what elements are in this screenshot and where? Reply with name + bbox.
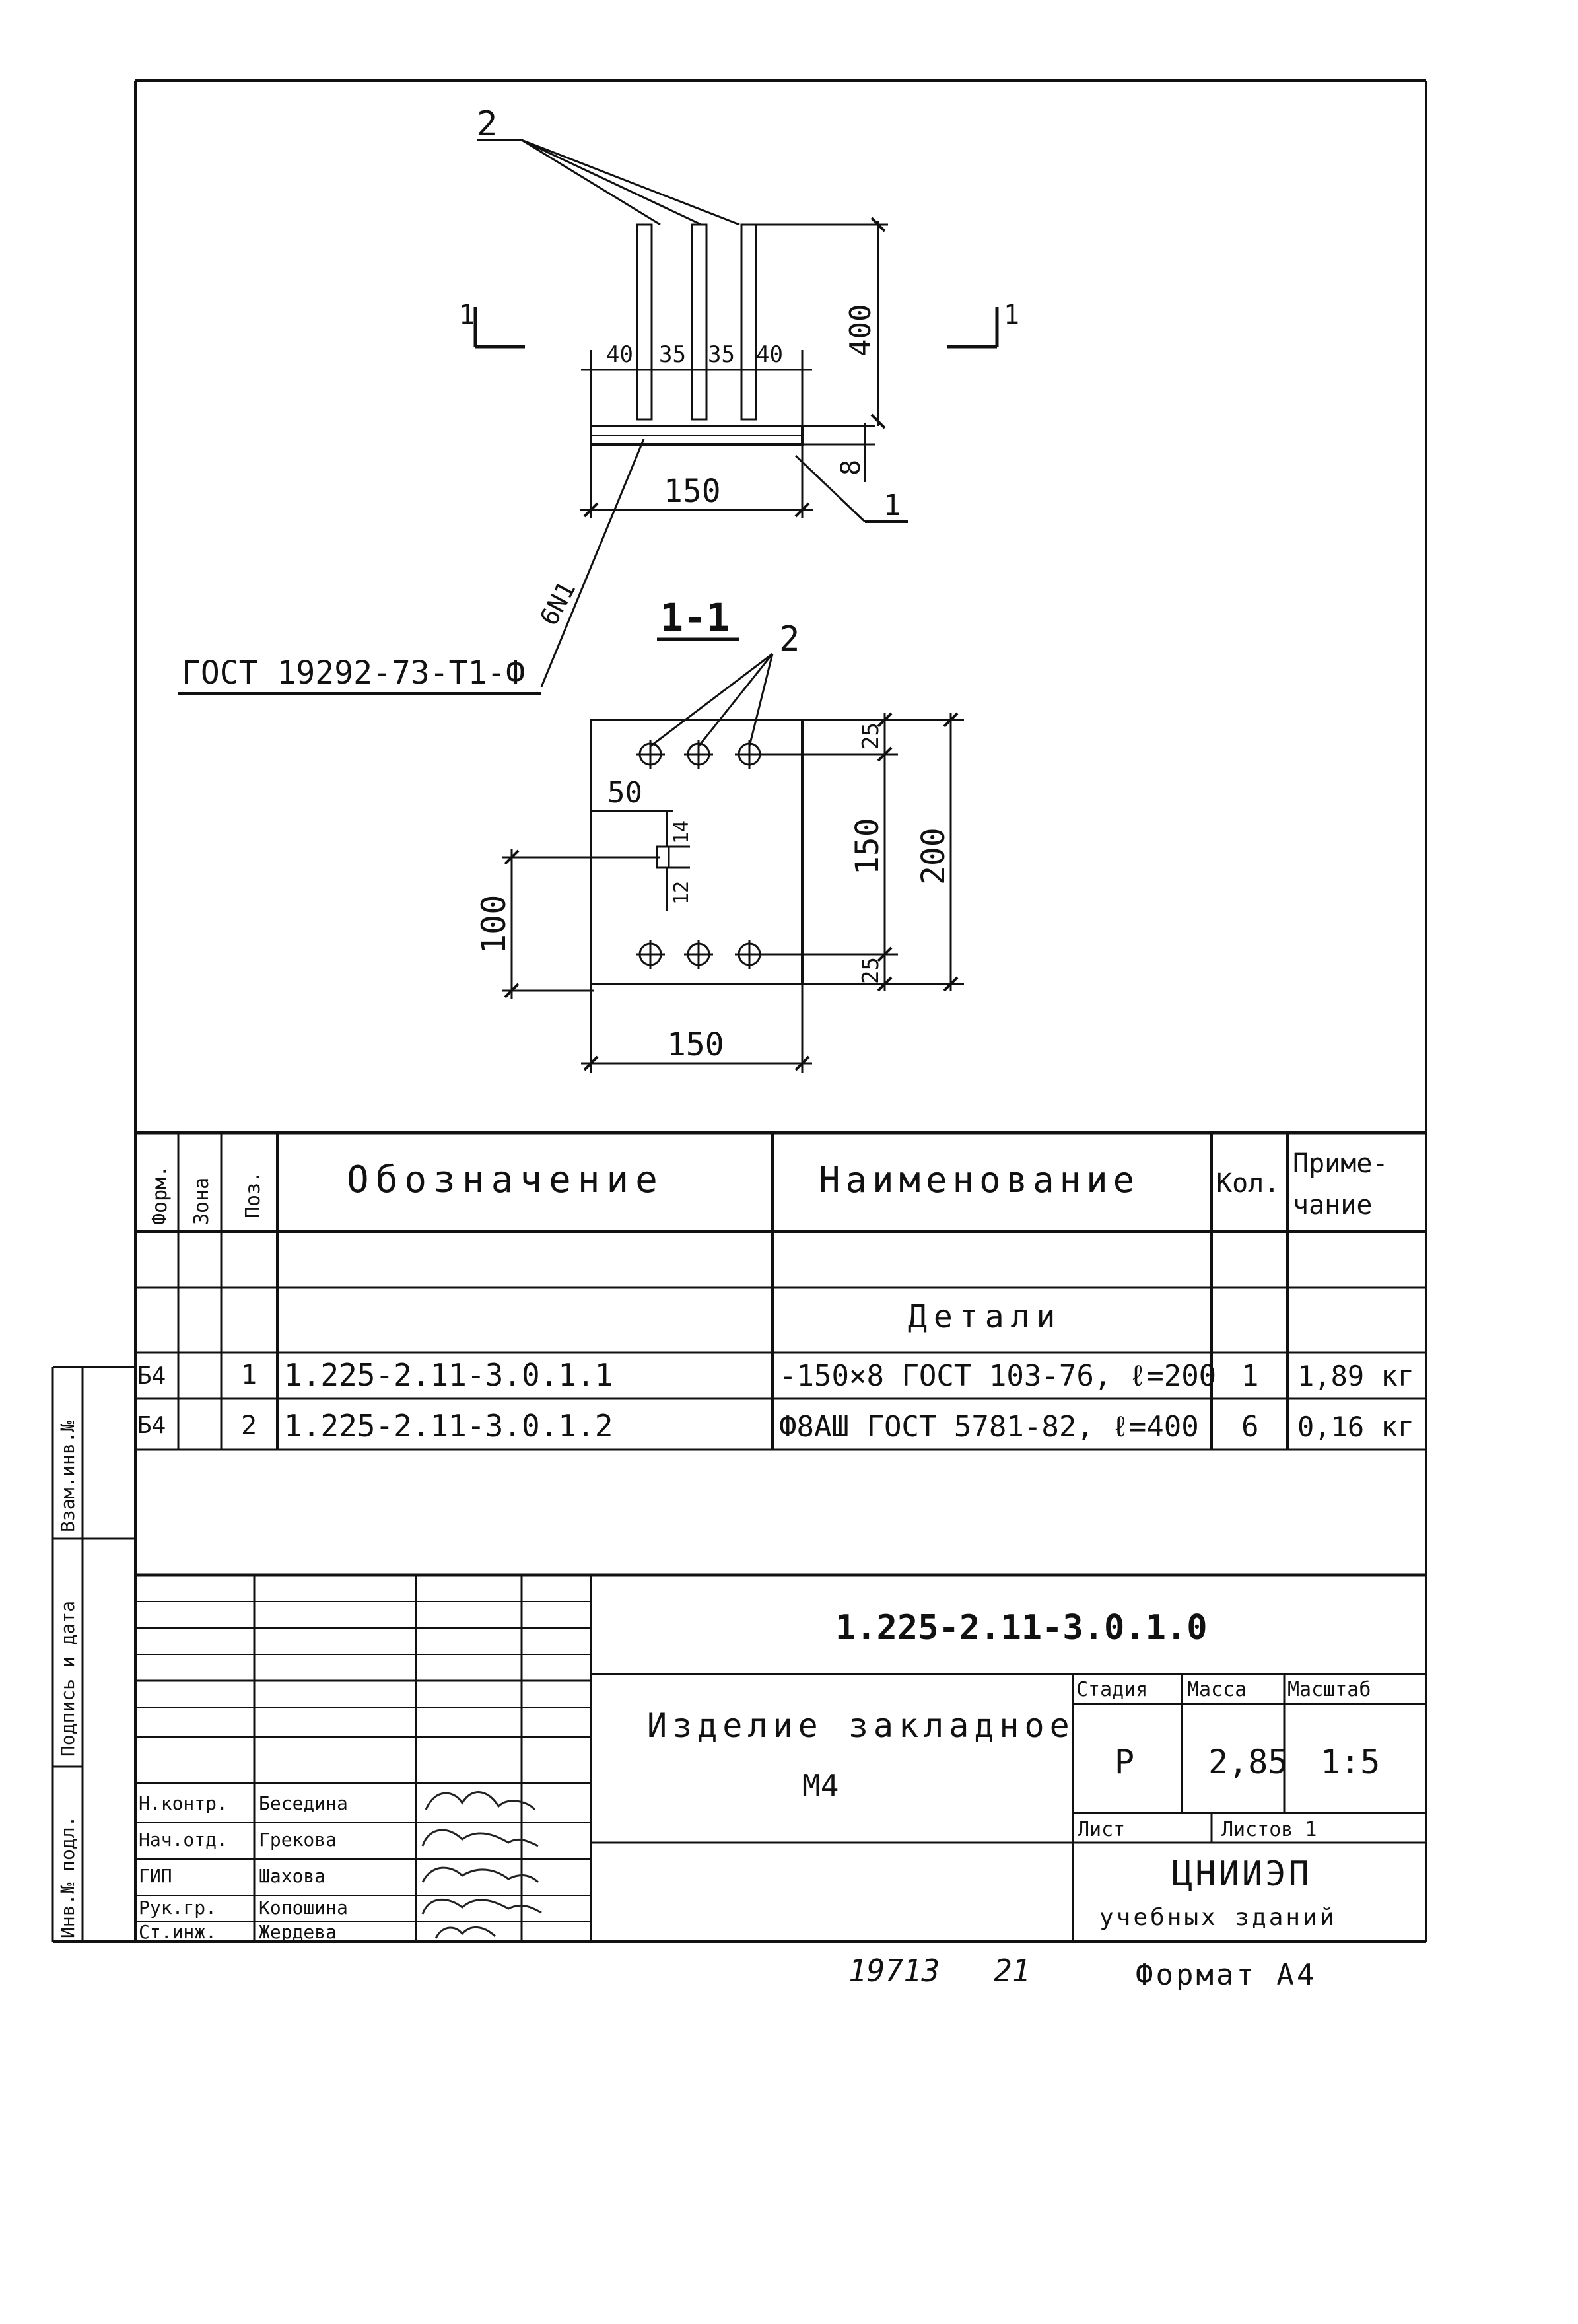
row-2-note: 0,16 кг	[1297, 1411, 1414, 1443]
sign-name-1: Беседина	[259, 1792, 348, 1814]
header-note-2: чание	[1293, 1190, 1372, 1220]
footer-format: Формат А4	[1136, 1958, 1317, 1992]
row-1-format: Б4	[137, 1362, 166, 1390]
section-leader-2: 2	[779, 619, 800, 659]
sign-name-5: Жердева	[259, 1921, 337, 1943]
sheet-label: Лист	[1078, 1818, 1125, 1841]
side-label-inv-dupl: Взам.инв.№	[57, 1421, 79, 1532]
signature-5	[434, 1926, 497, 1939]
org-line-1: ЦНИИЭП	[1172, 1854, 1312, 1894]
dim-35-a: 35	[659, 341, 686, 368]
signature-2	[421, 1829, 539, 1847]
weld-standard: ГОСТ 19292-73-Т1-Ф	[182, 654, 525, 691]
row-1-qty: 1	[1241, 1359, 1259, 1393]
stage-value: Р	[1115, 1743, 1134, 1781]
signature-1	[425, 1791, 536, 1811]
leader-1: 1	[883, 489, 901, 522]
row-1-designation: 1.225-2.11-3.0.1.1	[284, 1357, 613, 1393]
sign-name-2: Грекова	[259, 1829, 337, 1850]
header-note-1: Приме-	[1293, 1148, 1389, 1179]
scale-value: 1:5	[1321, 1743, 1380, 1781]
header-designation: Обозначение	[347, 1158, 664, 1201]
section-dimensions: 1-1 2 25 50 14 12 150 200 100 25 150	[475, 595, 952, 1063]
row-2-pos: 2	[241, 1411, 257, 1441]
header-qty: Кол.	[1216, 1168, 1280, 1199]
dim-14: 14	[670, 820, 693, 844]
side-stamp-labels: Взам.инв.№ Подпись и дата Инв.№ подл.	[57, 1421, 79, 1938]
weld-mark: 6N1	[534, 577, 581, 630]
dim-25-bottom: 25	[858, 957, 884, 984]
sign-role-3: ГИП	[139, 1865, 172, 1887]
sign-name-4: Копошина	[259, 1897, 348, 1919]
title-line-1: Изделие закладное	[647, 1707, 1075, 1745]
row-1-pos: 1	[241, 1360, 257, 1390]
scale-label: Масштаб	[1287, 1678, 1371, 1701]
dim-8: 8	[836, 460, 866, 475]
org-line-2: учебных зданий	[1099, 1904, 1336, 1931]
mass-value: 2,85	[1208, 1743, 1287, 1781]
sheets-label: Листов 1	[1221, 1818, 1317, 1841]
spec-table	[135, 1131, 1426, 1451]
dim-150-elevation: 150	[664, 473, 721, 510]
dim-40-left: 40	[606, 341, 633, 368]
spec-table-headers: Форм. Зона Поз. Обозначение Наименование…	[149, 1148, 1389, 1225]
footer-number: 19713	[848, 1953, 940, 1989]
section-title: 1-1	[660, 595, 730, 640]
dim-40-right: 40	[756, 341, 783, 368]
signature-3	[421, 1866, 539, 1884]
mass-label: Масса	[1187, 1678, 1247, 1701]
table-row: Б4 2 1.225-2.11-3.0.1.2 Ф8АШ ГОСТ 5781-8…	[137, 1408, 1414, 1444]
table-row: Б4 1 1.225-2.11-3.0.1.1 -150×8 ГОСТ 103-…	[137, 1357, 1414, 1393]
dim-400: 400	[844, 304, 877, 357]
signature-4	[421, 1899, 542, 1915]
row-2-qty: 6	[1241, 1410, 1259, 1444]
dim-25-top: 25	[858, 722, 884, 750]
row-2-designation: 1.225-2.11-3.0.1.2	[284, 1408, 613, 1444]
title-block	[135, 1573, 1426, 1942]
side-label-sign-date: Подпись и дата	[57, 1601, 79, 1757]
signature-marks	[421, 1791, 542, 1939]
dim-150-vertical: 150	[849, 818, 886, 875]
dim-100: 100	[475, 895, 513, 954]
side-stamp	[51, 1366, 135, 1942]
section-view	[502, 637, 964, 1073]
header-pos: Поз.	[242, 1171, 265, 1218]
sign-role-4: Рук.гр.	[139, 1897, 217, 1919]
sign-role-5: Ст.инж.	[139, 1921, 217, 1943]
dim-35-b: 35	[708, 341, 735, 368]
dim-150-plan: 150	[667, 1026, 724, 1063]
footer: 19713 21 Формат А4	[848, 1953, 1317, 1992]
header-name: Наименование	[819, 1159, 1140, 1201]
stage-label: Стадия	[1076, 1678, 1148, 1701]
elevation-dimensions: 2 1 1 40 35 35 40 400 8 150 1 6N1 ГОСТ 1…	[182, 104, 1019, 691]
footer-suffix: 21	[994, 1953, 1030, 1989]
sign-role-2: Нач.отд.	[139, 1829, 228, 1850]
title-line-2: М4	[802, 1768, 839, 1804]
dim-50: 50	[607, 776, 642, 810]
doc-code: 1.225-2.11-3.0.1.0	[835, 1608, 1208, 1648]
section-label-details: Детали	[908, 1298, 1062, 1335]
section-mark-left: 1	[459, 300, 475, 330]
side-label-inv-orig: Инв.№ подл.	[57, 1816, 79, 1938]
dim-200: 200	[915, 827, 952, 885]
header-zone: Зона	[190, 1178, 213, 1225]
section-mark-right: 1	[1004, 300, 1019, 330]
row-2-format: Б4	[137, 1412, 166, 1439]
header-format: Форм.	[149, 1166, 172, 1225]
row-2-name: Ф8АШ ГОСТ 5781-82, ℓ=400	[779, 1410, 1199, 1444]
dim-12: 12	[670, 881, 693, 905]
spec-table-body: Детали Б4 1 1.225-2.11-3.0.1.1 -150×8 ГО…	[137, 1298, 1414, 1444]
row-1-note: 1,89 кг	[1297, 1360, 1414, 1392]
title-block-text: 1.225-2.11-3.0.1.0 Изделие закладное М4 …	[139, 1608, 1380, 1943]
elevation-view	[178, 139, 999, 695]
leader-2-top: 2	[477, 104, 497, 144]
sign-role-1: Н.контр.	[139, 1792, 228, 1814]
row-1-name: -150×8 ГОСТ 103-76, ℓ=200	[779, 1359, 1216, 1393]
sign-name-3: Шахова	[259, 1865, 326, 1887]
sheet-frame	[53, 79, 1427, 1943]
